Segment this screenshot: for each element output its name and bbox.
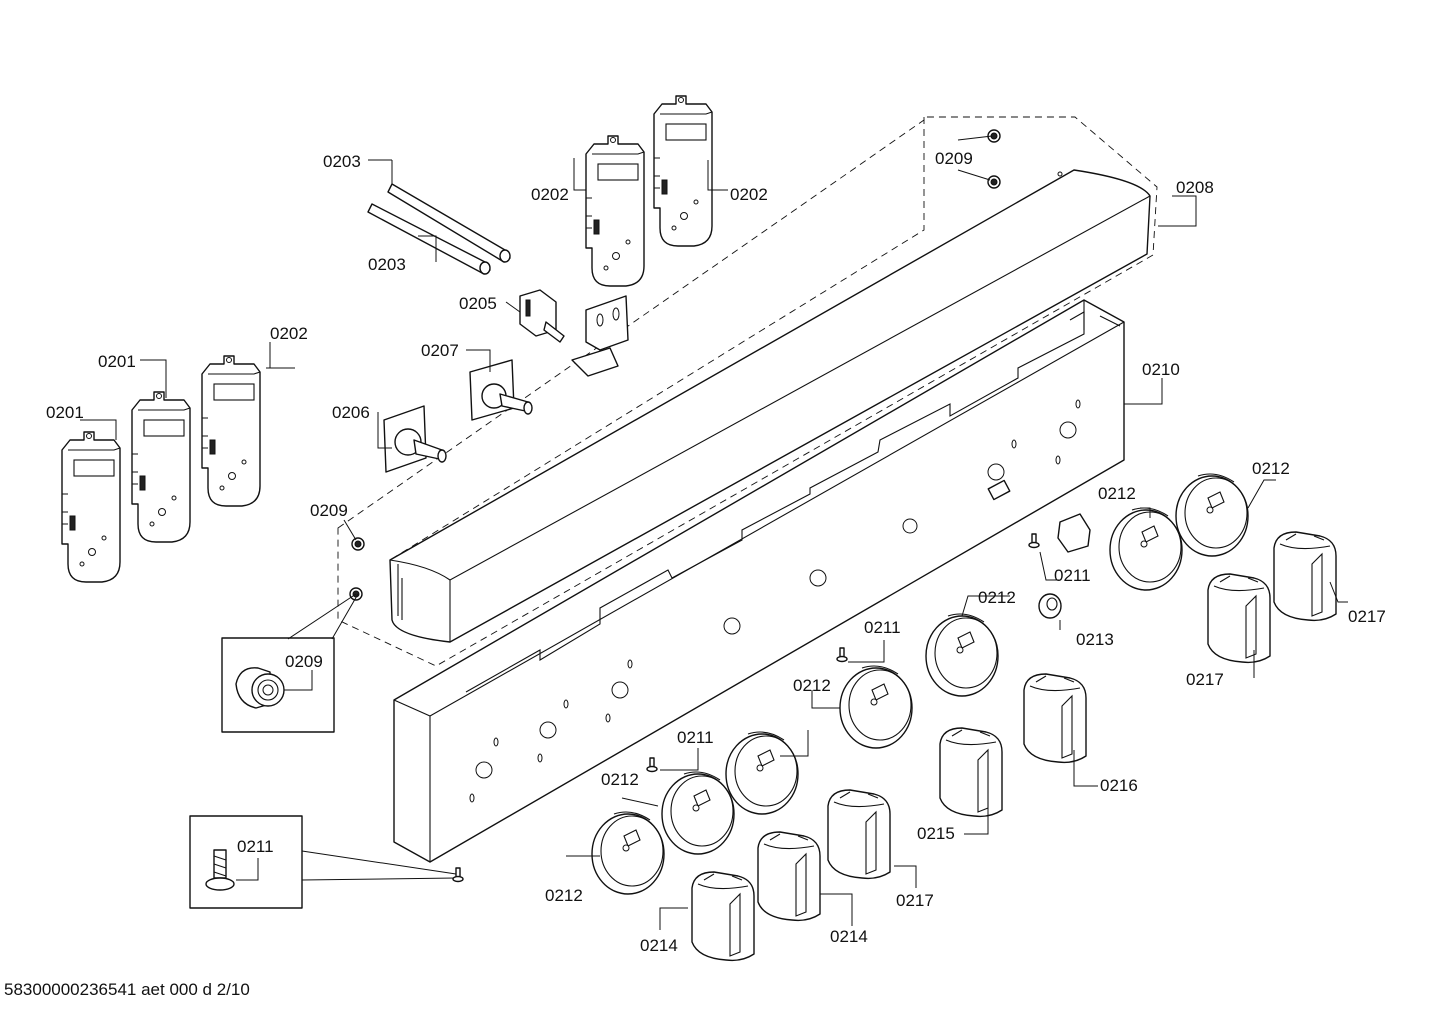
label-0209: 0209 [935, 149, 973, 168]
rod-parts [367, 183, 511, 275]
nut-0209-b [987, 175, 1001, 189]
timer-module-0201-b [131, 391, 191, 543]
label-0202: 0202 [730, 185, 768, 204]
timer-module-0202-b [653, 95, 713, 247]
label-0202: 0202 [531, 185, 569, 204]
label-0203: 0203 [368, 255, 406, 274]
knob-0216 [1023, 673, 1087, 764]
label-0205: 0205 [459, 294, 497, 313]
panel-holes [469, 399, 1081, 803]
screw-0211-b [836, 647, 848, 663]
ring-0212-a [1109, 507, 1183, 591]
label-0212: 0212 [1252, 459, 1290, 478]
bushing-0213 [1038, 593, 1062, 619]
label-0215: 0215 [917, 824, 955, 843]
document-id: 58300000236541 aet 000 d 2/10 [4, 980, 250, 999]
screw-0211-a [1028, 533, 1040, 549]
leader-lines [80, 135, 1348, 930]
ring-0212-g [591, 811, 665, 895]
label-0212: 0212 [545, 886, 583, 905]
knob-0217-b [1207, 573, 1271, 664]
rotary-switch-0207 [469, 359, 533, 421]
label-0201: 0201 [98, 352, 136, 371]
detail-inset-0211 [189, 815, 457, 909]
ring-0212-f [661, 771, 735, 855]
label-0211: 0211 [864, 618, 901, 637]
label-0217: 0217 [1186, 670, 1224, 689]
label-0212: 0212 [601, 770, 639, 789]
label-0212: 0212 [1098, 484, 1136, 503]
label-0209: 0209 [285, 652, 323, 671]
connector-part [1057, 513, 1091, 553]
timer-module-0202-a [585, 135, 645, 287]
ring-0212-c [925, 613, 999, 697]
knob-0214-b [691, 871, 755, 962]
nut-0209-c [351, 537, 365, 551]
knob-0217-c [827, 789, 891, 880]
label-0217: 0217 [1348, 607, 1386, 626]
label-0202: 0202 [270, 324, 308, 343]
knob-0215 [939, 727, 1003, 818]
label-0216: 0216 [1100, 776, 1138, 795]
mounting-bracket [571, 295, 629, 377]
assembly-outline-upper [389, 117, 925, 561]
label-0211: 0211 [237, 837, 274, 856]
label-0209: 0209 [310, 501, 348, 520]
label-0214: 0214 [830, 927, 868, 946]
label-0208: 0208 [1176, 178, 1214, 197]
knob-0217-a [1273, 531, 1337, 622]
label-0206: 0206 [332, 403, 370, 422]
ring-0212-d [839, 665, 913, 749]
label-0203: 0203 [323, 152, 361, 171]
timer-module-0202-c [201, 355, 261, 507]
label-0211: 0211 [677, 728, 714, 747]
label-0211: 0211 [1054, 566, 1091, 585]
toggle-switch [519, 289, 565, 343]
label-0212: 0212 [978, 588, 1016, 607]
assembly-outline [337, 116, 1158, 667]
label-0213: 0213 [1076, 630, 1114, 649]
knob-0214-a [757, 831, 821, 922]
label-0214: 0214 [640, 936, 678, 955]
housing-bar [389, 169, 1151, 643]
screw-0211-d [452, 867, 464, 883]
label-0212: 0212 [793, 676, 831, 695]
label-0210: 0210 [1142, 360, 1180, 379]
label-0201: 0201 [46, 403, 84, 422]
label-0207: 0207 [421, 341, 459, 360]
rotary-switch-0206 [383, 405, 447, 473]
control-panel [393, 299, 1125, 863]
timer-module-0201-a [61, 431, 121, 583]
detail-inset-0209 [221, 593, 359, 733]
ring-0212-e [725, 731, 799, 815]
part-labels: 0201 0201 0202 0202 0202 0203 0203 0205 … [46, 149, 1386, 955]
label-0217: 0217 [896, 891, 934, 910]
ring-0212-b [1175, 473, 1249, 557]
screw-0211-c [646, 757, 658, 773]
